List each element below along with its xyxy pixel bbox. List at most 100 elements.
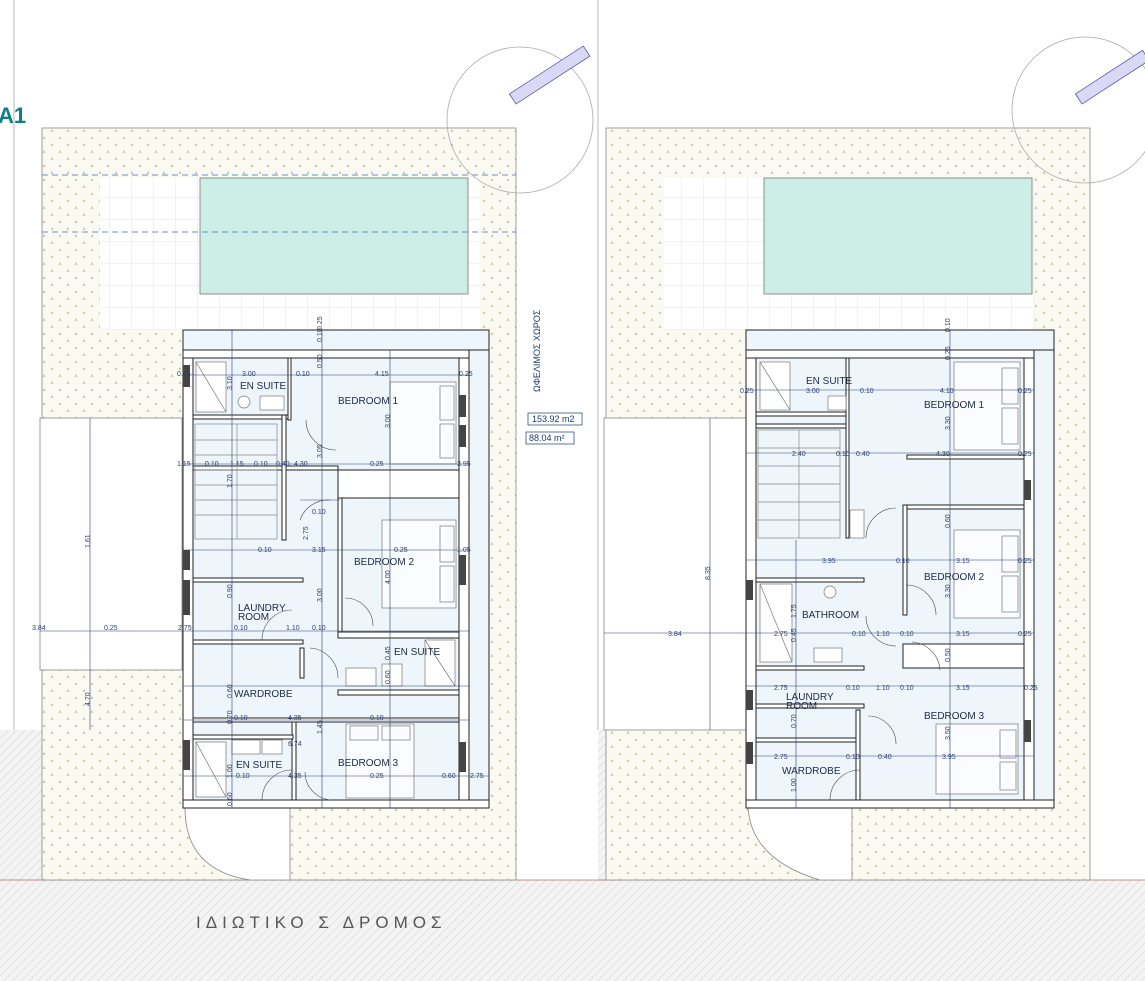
dimension-label: 0.10: [370, 715, 384, 722]
dimension-label: 1.00: [227, 764, 234, 778]
dimension-label: 0.45: [385, 646, 392, 660]
room-label-bedroom-2: BEDROOM 2: [924, 572, 984, 583]
road-hatch-bottom: [0, 880, 615, 981]
dimension-label: 0.10: [296, 371, 310, 378]
dimension-label: 0.10: [852, 631, 866, 638]
dimension-label: 3.95: [457, 461, 471, 468]
dimension-label: 2.75: [774, 631, 788, 638]
sheet-title: A1: [0, 103, 26, 128]
dimension-label: 4.00: [385, 570, 392, 584]
left-pool: [199, 177, 469, 295]
dimension-label: 0.10: [846, 685, 860, 692]
dimension-label: 0.10: [205, 461, 219, 468]
dimension-label: 0.10: [860, 388, 874, 395]
dimension-label: 0.25: [317, 316, 324, 330]
dimension-label: 0.25: [1024, 685, 1038, 692]
usable-area-label: ΩΦΕΛΙΜΟΣ ΧΩΡΟΣ: [532, 309, 542, 392]
dimension-label: 3.10: [227, 376, 234, 390]
room-label-en-suite-1: EN SUITE: [806, 376, 852, 387]
dimension-label: 2.75: [774, 754, 788, 761]
dimension-label: 1.75: [791, 604, 798, 618]
dimension-label: 3.95: [942, 754, 956, 761]
dimension-label: 0.25: [1018, 558, 1032, 565]
dimension-label: 1.15: [177, 461, 191, 468]
dimension-label: 0.10: [258, 547, 272, 554]
dimension-label: 1.70: [227, 474, 234, 488]
dimension-label: 0.50: [317, 354, 324, 368]
dimension-label: 0.25: [1018, 388, 1032, 395]
room-label-en-suite-3: EN SUITE: [236, 760, 282, 771]
dimension-label: 3.15: [956, 631, 970, 638]
dimension-label: 4.10: [940, 388, 954, 395]
dimension-label: 0.10: [900, 685, 914, 692]
dimension-label: 4.35: [288, 773, 302, 780]
room-label-laundry: LAUNDRY: [238, 603, 286, 614]
dimension-label: 0.25: [177, 371, 191, 378]
road-label: ΙΔΙΩΤΙΚΟ Σ ΔΡΟΜΟΣ: [196, 913, 446, 932]
dimension-label: 4.35: [288, 715, 302, 722]
dimension-label: 0.40: [856, 451, 870, 458]
dimension-label: 0.25: [1018, 451, 1032, 458]
dimension-label: 0.10: [312, 509, 326, 516]
dimension-label: 3.95: [822, 558, 836, 565]
dimension-label: 3.15: [312, 547, 326, 554]
road-hatch-bottom-right: [598, 880, 1145, 981]
dimension-label: 0.10: [836, 451, 850, 458]
room-label-bedroom-2: BEDROOM 2: [354, 557, 414, 568]
dimension-label: 1.05: [457, 547, 471, 554]
room-label-laundry: ROOM: [786, 701, 817, 712]
dimension-label: 0.60: [945, 514, 952, 528]
dimension-label: 1.45: [317, 720, 324, 734]
dimension-label: 4.70: [85, 692, 92, 706]
dimension-label: 0.10: [234, 715, 248, 722]
dimension-label: 1.10: [876, 631, 890, 638]
room-label-en-suite-1: EN SUITE: [240, 381, 286, 392]
dimension-label: 0.25: [459, 371, 473, 378]
area-value-2: 88.04 m²: [529, 433, 565, 443]
dimension-label: 2.75: [470, 773, 484, 780]
dimension-label: 3.84: [32, 625, 46, 632]
dimension-label: 0.10: [236, 773, 250, 780]
dimension-label: 0.60: [227, 792, 234, 806]
room-label-laundry: LAUNDRY: [786, 692, 834, 703]
dimension-label: 0.10: [900, 631, 914, 638]
dimension-label: 0.25: [104, 625, 118, 632]
room-label-en-suite-2: EN SUITE: [394, 647, 440, 658]
dimension-label: 0.25: [1018, 631, 1032, 638]
dimension-label: 1.10: [286, 625, 300, 632]
room-label-bedroom-1: BEDROOM 1: [924, 400, 984, 411]
dimension-label: 0.25: [945, 346, 952, 360]
dimension-label: 0.10: [945, 318, 952, 332]
dimension-label: 4.30: [294, 461, 308, 468]
room-label-bedroom-1: BEDROOM 1: [338, 396, 398, 407]
dimension-label: 0.25: [394, 547, 408, 554]
room-label-wardrobe: WARDROBE: [234, 689, 293, 700]
dimension-label: 0.10: [312, 625, 326, 632]
dimension-label: 0.60: [385, 670, 392, 684]
dimension-label: 0.10: [254, 461, 268, 468]
dimension-label: 2.75: [178, 625, 192, 632]
dimension-label: 1.61: [85, 534, 92, 548]
dimension-label: 4.15: [375, 371, 389, 378]
dimension-label: 0.25: [740, 388, 754, 395]
dimension-label: 6.74: [288, 741, 302, 748]
dimension-label: 0.70: [791, 714, 798, 728]
dimension-label: 3.05: [317, 444, 324, 458]
dimension-label: 0.60: [442, 773, 456, 780]
dimension-label: 0.50: [945, 648, 952, 662]
dimension-label: 1.15: [230, 461, 244, 468]
dimension-label: 3.00: [242, 371, 256, 378]
dimension-label: 0.10: [896, 558, 910, 565]
dimension-label: 2.75: [774, 685, 788, 692]
dimension-label: 0.60: [227, 684, 234, 698]
room-label-wardrobe: WARDROBE: [782, 766, 841, 777]
dimension-label: 0.40: [878, 754, 892, 761]
dimension-label: 3.00: [317, 588, 324, 602]
dimension-label: 0.90: [227, 584, 234, 598]
dimension-label: 0.25: [370, 773, 384, 780]
dimension-label: 3.30: [945, 584, 952, 598]
dimension-label: 3.15: [956, 558, 970, 565]
dimension-label: 2.40: [792, 451, 806, 458]
dimension-label: 0.70: [227, 710, 234, 724]
